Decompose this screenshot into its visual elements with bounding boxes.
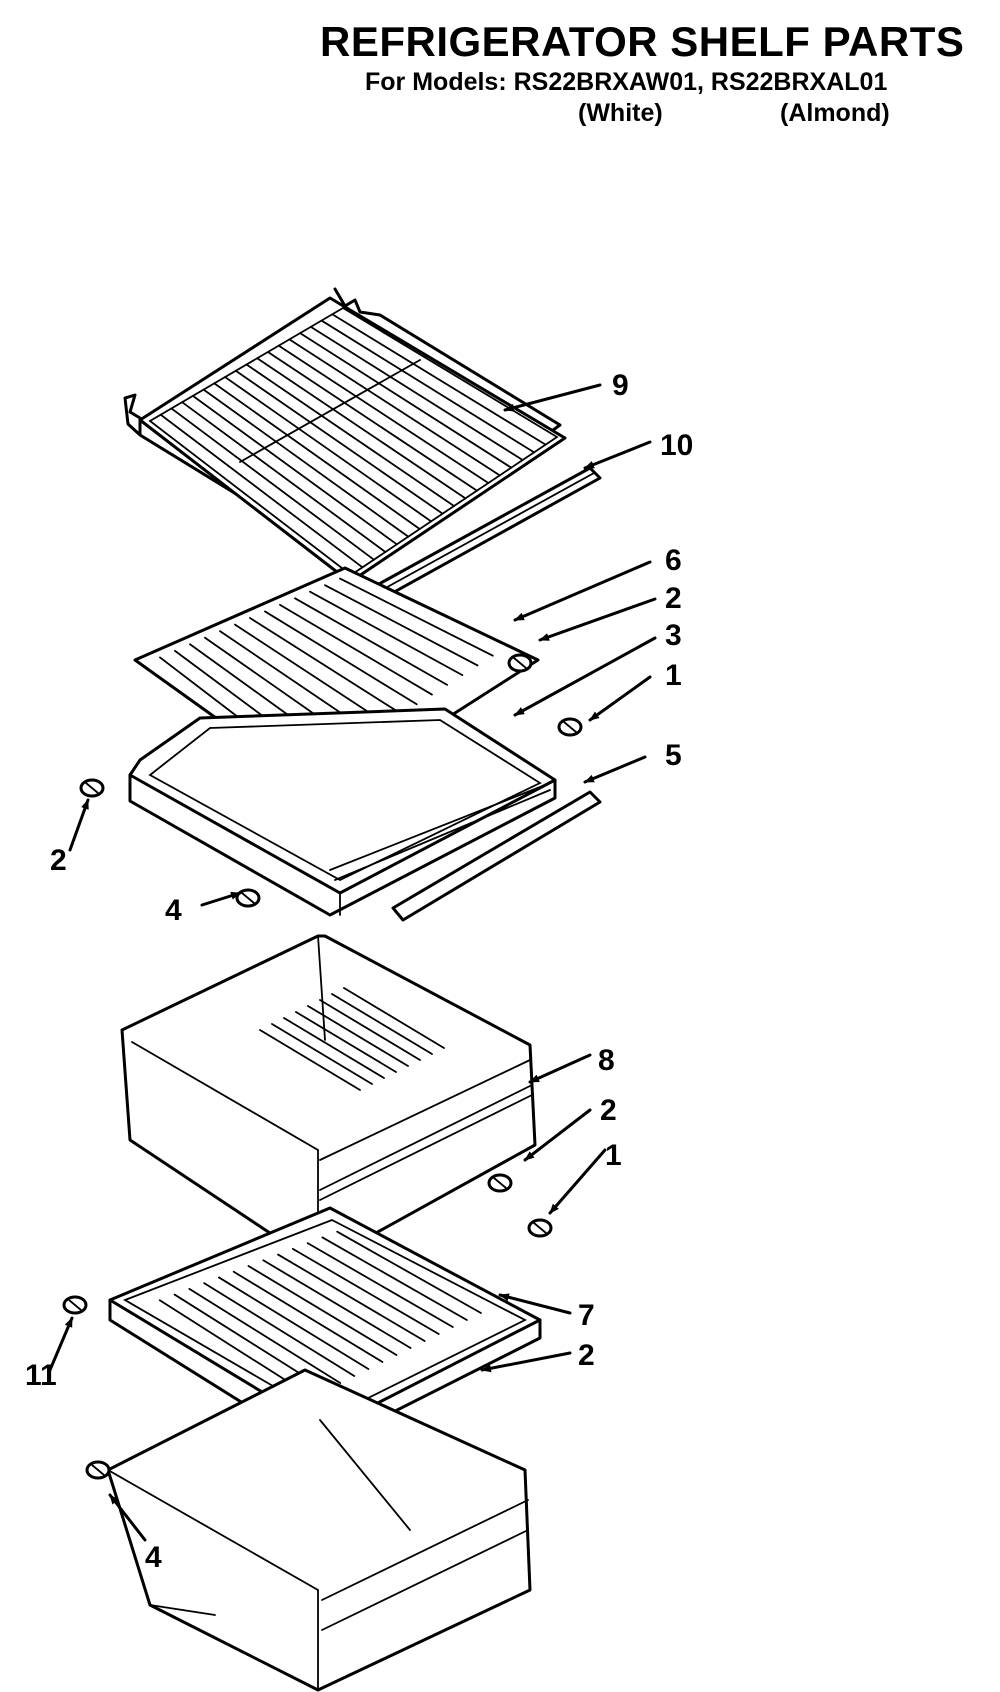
leader-line xyxy=(48,1316,74,1372)
shelf-wire-rung xyxy=(288,338,501,477)
fastener-detail xyxy=(533,1222,547,1234)
models-line: For Models: RS22BRXAW01, RS22BRXAL01 xyxy=(365,68,888,96)
cover-rib xyxy=(232,1270,384,1363)
leader-line xyxy=(200,891,242,907)
leader-line xyxy=(498,1293,572,1315)
cover-rib xyxy=(306,1242,454,1328)
callout-label: 6 xyxy=(665,544,682,577)
shelf-wire-rung xyxy=(277,344,490,484)
leader-lines xyxy=(48,383,657,1542)
cover-rib xyxy=(247,1265,398,1356)
shelf-rib xyxy=(249,617,403,715)
shelf-rib xyxy=(294,597,449,686)
leader-line xyxy=(480,1351,572,1373)
fastener-detail xyxy=(513,657,527,669)
cover-rib xyxy=(218,1276,370,1370)
leader-line xyxy=(583,440,652,470)
fastener-detail xyxy=(563,721,577,733)
leader-line xyxy=(68,798,90,852)
shelf-wire-rung xyxy=(224,376,433,523)
cover-rib xyxy=(277,1253,426,1342)
cover-rib xyxy=(321,1236,468,1321)
leader-line xyxy=(583,755,647,784)
leader-line xyxy=(523,1108,592,1162)
shelf-wire-rung xyxy=(202,388,410,538)
callout-label: 7 xyxy=(578,1299,595,1332)
callout-labels: 9 10 6 2 3 1 5 2 4 8 2 1 7 2 11 4 xyxy=(25,369,693,1574)
diagram-title: REFRIGERATOR SHELF PARTS xyxy=(320,18,965,65)
callout-label: 2 xyxy=(600,1094,617,1127)
callout-label: 10 xyxy=(660,429,693,462)
shelf-rib xyxy=(234,623,388,725)
shelf-wire-rung xyxy=(331,313,547,446)
fastener-detail xyxy=(85,782,99,794)
callout-label: 1 xyxy=(665,659,682,692)
shelf-wire-rung xyxy=(267,351,478,492)
leader-line xyxy=(528,1053,592,1084)
fastener-detail xyxy=(493,1177,507,1189)
leader-line xyxy=(538,597,657,642)
drawer-floor-rib xyxy=(331,993,433,1055)
upper-crisper-drawer xyxy=(120,934,537,1267)
cover-rib xyxy=(262,1259,412,1349)
shelf-rib xyxy=(324,584,479,667)
cover-rib xyxy=(291,1247,440,1335)
drawer-floor-rib xyxy=(271,1023,373,1085)
shelf-wire-crossbar xyxy=(239,359,421,463)
shelf-wire-rung xyxy=(181,401,387,553)
fastener-detail xyxy=(68,1299,82,1311)
shelf-wire-rung xyxy=(309,325,524,461)
leader-line xyxy=(108,1493,147,1542)
cover-rib xyxy=(336,1230,482,1314)
shelf-rail xyxy=(391,790,602,922)
callout-label: 8 xyxy=(598,1044,615,1077)
callout-label: 1 xyxy=(605,1139,622,1172)
callout-label: 2 xyxy=(578,1339,595,1372)
drawer-floor-rib xyxy=(283,1017,385,1079)
leader-line xyxy=(588,675,652,722)
lower-crisper-cover xyxy=(108,1206,542,1452)
leader-line xyxy=(513,560,652,622)
callout-label: 2 xyxy=(50,844,67,877)
leader-line xyxy=(503,383,602,412)
callout-label: 4 xyxy=(145,1541,162,1574)
shelf-rib xyxy=(309,590,464,677)
shelf-wire-rung xyxy=(234,369,444,515)
shelf-wire-rung xyxy=(191,394,398,546)
shelf-wire-rung xyxy=(320,319,536,454)
callout-label: 3 xyxy=(665,619,682,652)
wire-shelf-part xyxy=(123,287,567,584)
leader-line xyxy=(513,636,657,717)
cover-rib xyxy=(188,1287,342,1384)
crisper-cover-frame xyxy=(128,707,557,917)
drawer-floor-rib xyxy=(259,1029,361,1091)
cover-rib xyxy=(203,1282,356,1377)
shelf-rib xyxy=(264,610,418,706)
callout-label: 5 xyxy=(665,739,682,772)
fastener-detail xyxy=(91,1464,105,1476)
shelf-wire-rung xyxy=(213,382,421,530)
hardware-parts xyxy=(62,653,583,1480)
shelf-wire-rung xyxy=(159,413,364,569)
shelf-wire-rung xyxy=(170,407,375,561)
drawer-floor-rib xyxy=(319,999,421,1061)
shelf-wire-rung xyxy=(299,332,513,469)
drawer-floor-rib xyxy=(307,1005,409,1067)
callout-label: 2 xyxy=(665,582,682,615)
lower-crisper-drawer xyxy=(106,1368,532,1692)
shelf-wire-rung xyxy=(245,363,455,507)
callout-label: 4 xyxy=(165,894,182,927)
drawer-floor-rib xyxy=(295,1011,397,1073)
shelf-rib xyxy=(279,603,433,696)
variant-white: (White) xyxy=(578,99,663,127)
callout-label: 11 xyxy=(25,1359,57,1392)
drawer-floor-rib xyxy=(343,987,445,1049)
variant-almond: (Almond) xyxy=(780,99,890,127)
fastener-detail xyxy=(241,892,255,904)
leader-line xyxy=(548,1148,607,1215)
callout-label: 9 xyxy=(612,369,629,402)
shelf-rib xyxy=(339,577,494,657)
shelf-wire-rung xyxy=(256,357,467,500)
